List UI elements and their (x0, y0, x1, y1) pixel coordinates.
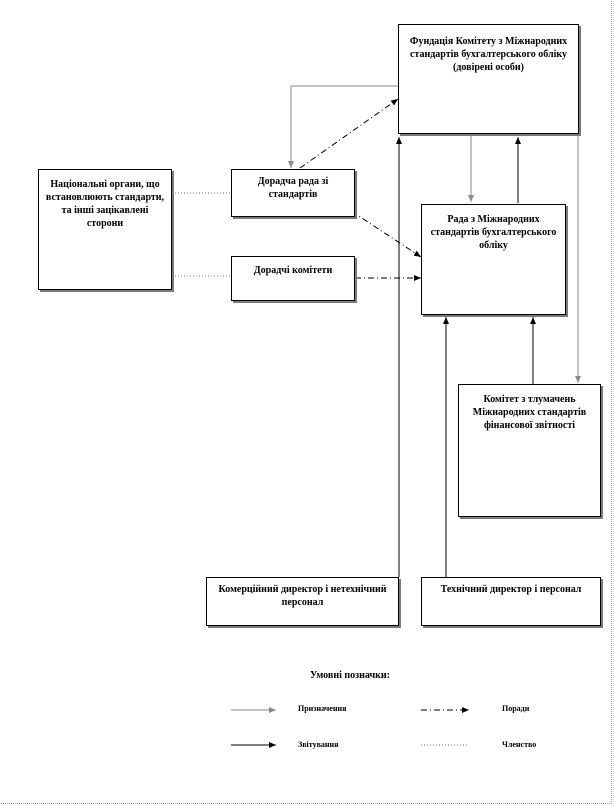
commercial-director-box: Комерційний директор і нетехнічний персо… (206, 577, 399, 626)
advisory-committees-label: Дорадчі комітети (253, 265, 333, 276)
advisory-council-box: Дорадча рада зі стандартів (231, 169, 355, 217)
advice-council-to-foundation (299, 98, 399, 169)
national-bodies-label: Національні органи, що встановлюють стан… (45, 179, 165, 229)
board-label: Рада з Міжнародних стандартів бухгалтерс… (430, 214, 557, 251)
legend-reporting-label: Звітування (298, 740, 339, 749)
interpretations-committee-label: Комітет з тлумачень Міжнародних стандарт… (472, 394, 587, 431)
interpretations-committee-box: Комітет з тлумачень Міжнародних стандарт… (458, 384, 601, 517)
foundation-label: Фундація Комітету з Міжнародних стандарт… (409, 36, 568, 73)
legend-appointment-label: Призначення (298, 704, 347, 713)
appointment-foundation-to-advisory-council (288, 85, 398, 168)
board-box: Рада з Міжнародних стандартів бухгалтерс… (421, 204, 566, 315)
technical-director-box: Технічний директор і персонал (421, 577, 601, 626)
technical-director-label: Технічний директор і персонал (440, 584, 582, 595)
national-bodies-box: Національні органи, що встановлюють стан… (38, 169, 172, 290)
advisory-committees-box: Дорадчі комітети (231, 256, 355, 301)
foundation-box: Фундація Комітету з Міжнародних стандарт… (398, 24, 579, 134)
commercial-director-label: Комерційний директор і нетехнічний персо… (218, 584, 387, 608)
legend-title: Умовні позначки: (309, 670, 391, 681)
legend-advice-label: Поради (502, 704, 530, 713)
legend-membership-label: Членство (502, 740, 537, 749)
advisory-council-label: Дорадча рада зі стандартів (257, 176, 329, 200)
